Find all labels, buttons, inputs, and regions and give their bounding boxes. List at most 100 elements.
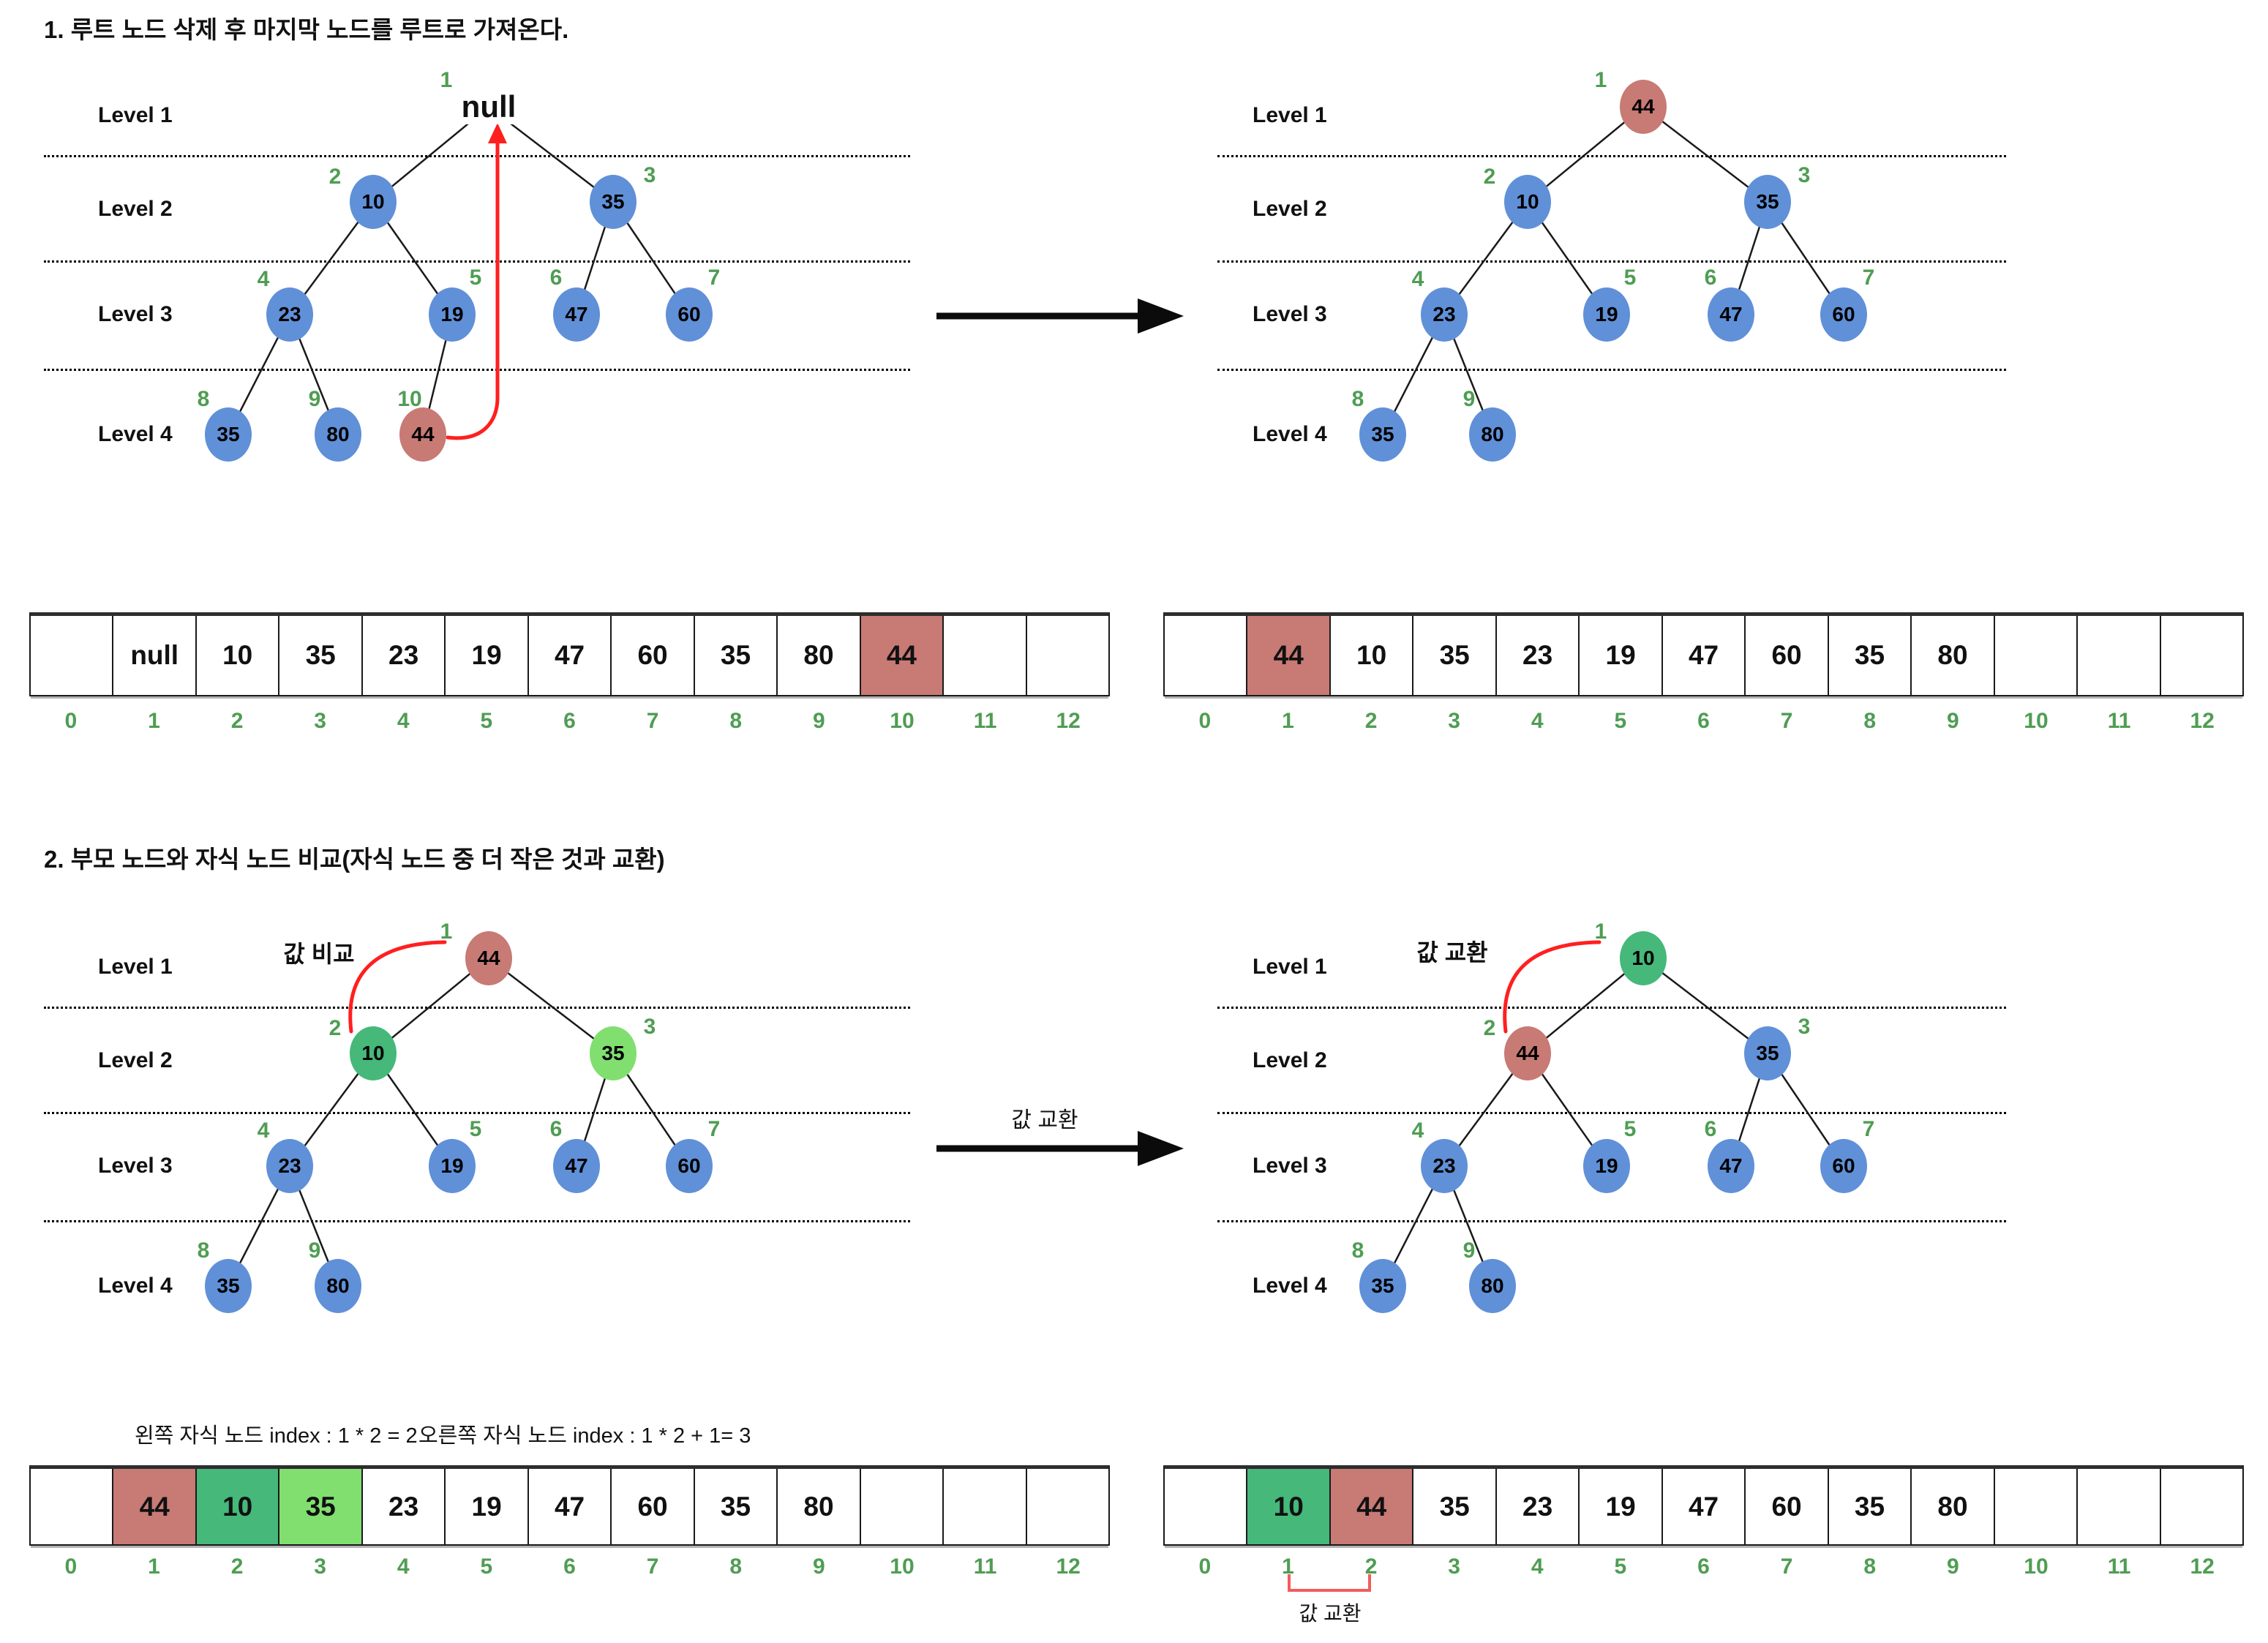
array-index-label: 10 — [2024, 709, 2049, 733]
transition-arrow-top-head — [1138, 298, 1184, 334]
array-cell: 44 — [1330, 1469, 1414, 1544]
array-cell — [31, 1469, 114, 1544]
array-index-label: 6 — [1697, 1554, 1710, 1579]
node-index: 9 — [1462, 387, 1476, 411]
node-index: 5 — [469, 266, 482, 290]
node-index: 4 — [1411, 267, 1424, 291]
array-cell: 35 — [1829, 616, 1912, 695]
node-index: 6 — [1704, 266, 1717, 290]
node-index: 7 — [1862, 266, 1875, 290]
tree-node-L4B: 80 — [1469, 407, 1516, 462]
node-index: 3 — [1798, 1015, 1811, 1039]
level-separator-dotted — [44, 260, 910, 263]
array-index-label: 10 — [2024, 1554, 2049, 1579]
node-index: 7 — [707, 1117, 721, 1141]
tree-node-L4A: 35 — [205, 407, 252, 462]
level-label: Level 1 — [98, 103, 173, 127]
node-index: 3 — [643, 1015, 656, 1039]
array-cell: 35 — [279, 616, 363, 695]
array-index-label: 1 — [148, 709, 160, 733]
node-index: 1 — [440, 68, 453, 92]
array-cell: null — [113, 616, 197, 695]
tree-node-L4B: 80 — [315, 1259, 361, 1313]
array-cell: 10 — [197, 616, 280, 695]
array-cell: 60 — [612, 616, 695, 695]
array-cell: 60 — [1746, 1469, 1829, 1544]
array-index-label: 8 — [729, 1554, 743, 1579]
array-index-label: 11 — [2107, 1554, 2131, 1579]
array-cell: 35 — [279, 1469, 363, 1544]
node-index: 8 — [1351, 1238, 1364, 1263]
level-separator-dotted — [1217, 1007, 2006, 1009]
array-index-label: 1 — [1282, 709, 1294, 733]
node-index: 2 — [328, 165, 342, 189]
array-index-label: 12 — [2190, 1554, 2215, 1579]
tree-node-L4A: 35 — [1359, 1259, 1406, 1313]
level-separator-dotted — [1217, 1112, 2006, 1114]
array-cell: 10 — [1331, 616, 1414, 695]
array-cell: 47 — [1663, 1469, 1746, 1544]
level-separator-dotted — [44, 1220, 910, 1222]
compare-swap-arc — [348, 940, 447, 1034]
array-cell: 80 — [1912, 616, 1995, 695]
node-index: 8 — [1351, 387, 1364, 411]
array-cell: 19 — [446, 1469, 529, 1544]
node-index: 7 — [707, 266, 721, 290]
swap-bracket — [1288, 1574, 1371, 1592]
node-index: 6 — [549, 1117, 563, 1141]
array-cell: 19 — [446, 616, 529, 695]
tree-edge — [488, 958, 614, 1054]
tree-node-L3LL: 23 — [1421, 1139, 1468, 1193]
node-index: 6 — [549, 266, 563, 290]
level-label: Level 3 — [98, 1154, 173, 1178]
array-index-label: 0 — [64, 1554, 78, 1579]
transition-arrow-bottom — [936, 1131, 1184, 1166]
array-cell: 80 — [778, 1469, 861, 1544]
level-label: Level 2 — [98, 1048, 173, 1072]
level-label: Level 2 — [1253, 1048, 1327, 1072]
node-index: 10 — [397, 387, 422, 411]
array-index-label: 2 — [230, 709, 244, 733]
level-label: Level 4 — [1253, 1274, 1327, 1298]
tree-node-L4B: 80 — [315, 407, 361, 462]
level-label: Level 3 — [1253, 302, 1327, 326]
level-separator-dotted — [44, 155, 910, 157]
array-index-label: 12 — [1056, 1554, 1081, 1579]
array-cell: 10 — [1247, 1469, 1331, 1544]
array-cell: 35 — [1413, 1469, 1497, 1544]
tree-node-root: 44 — [1620, 80, 1667, 134]
note-right-child-index: 오른쪽 자식 노드 index : 1 * 2 + 1= 3 — [418, 1424, 751, 1448]
array-cell: 44 — [113, 1469, 197, 1544]
tree-node-L3RL: 47 — [1708, 1139, 1754, 1193]
tree-node-L4A: 35 — [1359, 407, 1406, 462]
level-label: Level 2 — [98, 197, 173, 221]
array-index-label: 5 — [1614, 709, 1627, 733]
tree-edges-bottom-left — [227, 940, 691, 1287]
array-cell: 23 — [363, 616, 446, 695]
level-label: Level 1 — [1253, 103, 1327, 127]
array-index-label: 9 — [1947, 709, 1959, 733]
node-index: 5 — [469, 1117, 482, 1141]
note-left-child-index: 왼쪽 자식 노드 index : 1 * 2 = 2 — [135, 1424, 418, 1448]
array-index-label: 9 — [1947, 1554, 1959, 1579]
array-index-label: 9 — [813, 1554, 825, 1579]
tree-node-L3LR: 19 — [1583, 1139, 1630, 1193]
array-index-label: 12 — [2190, 709, 2215, 733]
array-index-label: 6 — [563, 1554, 576, 1579]
level-label: Level 3 — [98, 302, 173, 326]
array-index-label: 3 — [314, 1554, 326, 1579]
tree-node-L2L: 10 — [350, 1026, 397, 1080]
tree-edges-top-left — [227, 106, 691, 440]
section2-title: 2. 부모 노드와 자식 노드 비교(자식 노드 중 더 작은 것과 교환) — [44, 846, 665, 873]
array-cell: 47 — [529, 616, 612, 695]
tree-node-L4C: 44 — [399, 407, 446, 462]
array-index-label: 11 — [973, 1554, 997, 1579]
tree-node-L2L: 10 — [350, 175, 397, 229]
array-index-label: 6 — [1697, 709, 1710, 733]
node-index: 1 — [1594, 920, 1607, 944]
node-index: 4 — [257, 267, 270, 291]
array-cell — [861, 1469, 945, 1544]
tree-edges-bottom-right — [1381, 940, 1845, 1287]
tree-node-L2R: 35 — [1744, 1026, 1791, 1080]
